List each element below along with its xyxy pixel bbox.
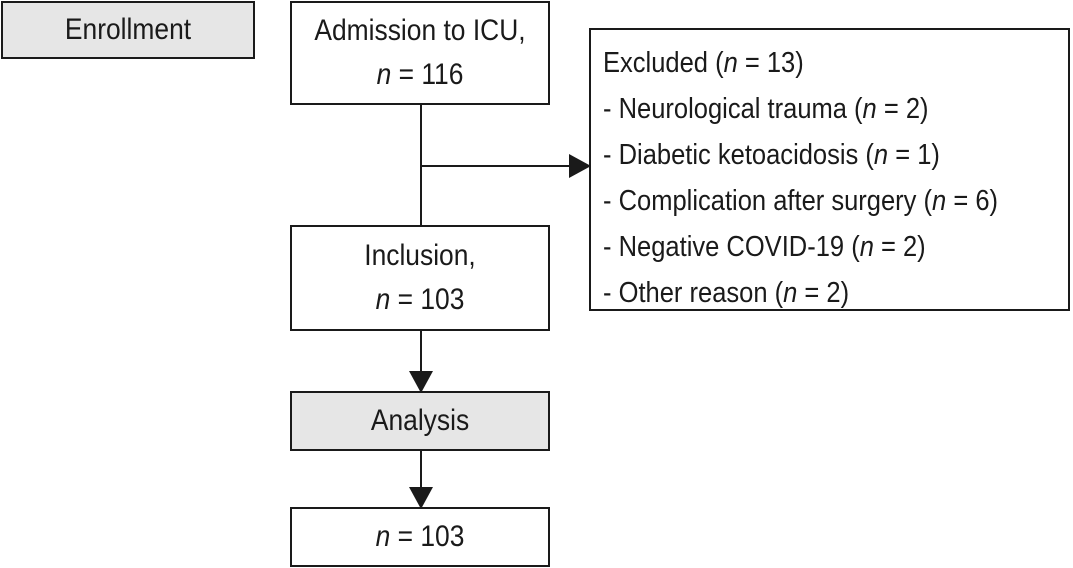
analysis-label: Analysis <box>370 404 470 437</box>
excluded-reason-diabetic-ketoacidosis: - Diabetic ketoacidosis (n = 1) <box>603 139 940 171</box>
inclusion-count: n = 103 <box>376 278 465 322</box>
inclusion-n-symbol: n <box>375 283 391 316</box>
enrollment-box: Enrollment <box>1 1 255 59</box>
analysis-box: Analysis <box>290 391 550 451</box>
excluded-box: Excluded (n = 13) - Neurological trauma … <box>589 28 1070 311</box>
inclusion-n-value: = 103 <box>390 283 465 316</box>
final-n-value: = 103 <box>390 520 465 553</box>
inclusion-box: Inclusion, n = 103 <box>290 225 550 331</box>
final-count-box: n = 103 <box>290 507 550 567</box>
enrollment-label: Enrollment <box>64 13 192 46</box>
final-n-symbol: n <box>375 520 391 553</box>
final-count: n = 103 <box>376 515 465 559</box>
excluded-reason-neurological-trauma: - Neurological trauma (n = 2) <box>603 93 929 125</box>
inclusion-label: Inclusion, <box>364 239 476 272</box>
admission-n-value: = 116 <box>391 58 464 91</box>
admission-n-symbol: n <box>376 58 392 91</box>
excluded-reason-complication-after-surgery: - Complication after surgery (n = 6) <box>603 185 999 217</box>
admission-label: Admission to ICU, <box>314 14 526 47</box>
excluded-reason-negative-covid-19: - Negative COVID-19 (n = 2) <box>603 231 926 263</box>
admission-count: n = 116 <box>377 53 464 97</box>
excluded-header: Excluded (n = 13) <box>603 47 804 79</box>
admission-box: Admission to ICU, n = 116 <box>290 1 550 105</box>
excluded-reason-other: - Other reason (n = 2) <box>603 277 850 309</box>
